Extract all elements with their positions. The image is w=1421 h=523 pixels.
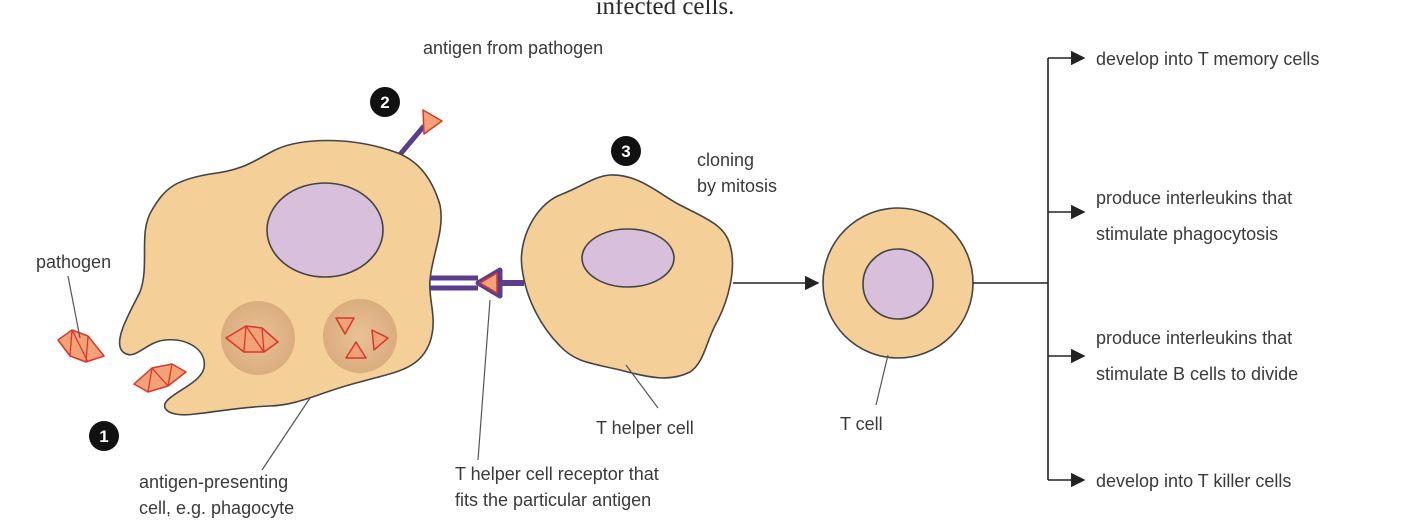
outcome-3-line1: produce interleukins that	[1096, 328, 1292, 348]
label-apc-line2: cell, e.g. phagocyte	[139, 498, 294, 518]
outcome-2-line2: stimulate phagocytosis	[1096, 224, 1278, 244]
label-cloning-line2: by mitosis	[697, 176, 777, 196]
t-cell	[822, 207, 974, 359]
label-t-cell: T cell	[840, 414, 883, 434]
svg-text:1: 1	[99, 427, 108, 446]
leader-lines	[67, 275, 889, 471]
label-t-helper-cell: T helper cell	[596, 418, 694, 438]
label-antigen-from-pathogen: antigen from pathogen	[423, 38, 603, 58]
step-marker-2: 2	[370, 87, 400, 117]
digested-antigen-fragments	[335, 317, 389, 359]
t-cell-nucleus	[862, 248, 934, 320]
apc-surface-receptor	[395, 124, 426, 160]
step-marker-3: 3	[611, 136, 641, 166]
outcome-1-line1: develop into T memory cells	[1096, 49, 1319, 69]
svg-text:2: 2	[380, 93, 389, 112]
ingested-pathogen	[225, 325, 279, 353]
pathogen-outside-1	[57, 329, 105, 363]
t-helper-nucleus	[581, 228, 675, 288]
step-marker-1: 1	[89, 421, 119, 451]
t-helper-receptor-bound	[430, 267, 524, 299]
presented-antigen-top	[422, 109, 443, 135]
heading-fragment: infected cells.	[596, 0, 735, 20]
label-receptor-line2: fits the particular antigen	[455, 490, 651, 510]
label-receptor-line1: T helper cell receptor that	[455, 464, 659, 484]
outcome-3-line2: stimulate B cells to divide	[1096, 364, 1298, 384]
label-pathogen: pathogen	[36, 252, 111, 272]
t-helper-cell	[520, 174, 734, 379]
label-apc-line1: antigen-presenting	[139, 472, 288, 492]
apc-nucleus	[266, 182, 384, 278]
apc-vacuole-right	[323, 299, 397, 373]
outcome-branches	[973, 50, 1086, 488]
svg-text:3: 3	[621, 142, 630, 161]
outcome-2-line1: produce interleukins that	[1096, 188, 1292, 208]
antigen-presenting-cell	[118, 109, 443, 416]
label-cloning-line1: cloning	[697, 150, 754, 170]
outcome-4-line1: develop into T killer cells	[1096, 471, 1291, 491]
pathogen-outside-2	[133, 363, 187, 393]
